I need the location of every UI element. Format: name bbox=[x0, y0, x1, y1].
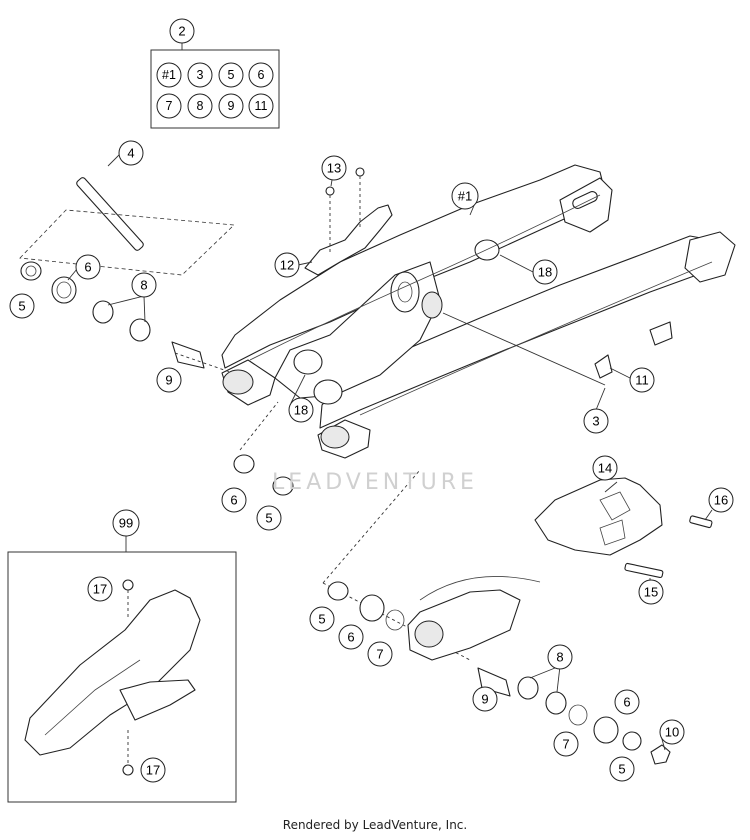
callout-10[interactable]: 10 bbox=[659, 719, 685, 745]
callout-8-left[interactable]: 8 bbox=[131, 272, 157, 298]
svg-text:5: 5 bbox=[318, 612, 325, 627]
kit-item[interactable]: 9 bbox=[218, 93, 244, 119]
callout-5-left[interactable]: 5 bbox=[9, 293, 35, 319]
kit-item-label: #1 bbox=[162, 68, 176, 82]
svg-text:18: 18 bbox=[294, 403, 308, 418]
svg-text:99: 99 bbox=[119, 516, 133, 531]
callout-7-rear[interactable]: 7 bbox=[367, 641, 393, 667]
callout-5-rear[interactable]: 5 bbox=[309, 606, 335, 632]
leader-lines bbox=[67, 152, 713, 751]
callout-6-rear[interactable]: 6 bbox=[338, 624, 364, 650]
callout-9-left[interactable]: 9 bbox=[156, 367, 182, 393]
chain-guide bbox=[534, 477, 713, 579]
callout-11[interactable]: 11 bbox=[629, 367, 655, 393]
svg-text:10: 10 bbox=[665, 725, 679, 740]
kit-item-label: 6 bbox=[258, 68, 265, 82]
callout-16[interactable]: 16 bbox=[708, 487, 734, 513]
callout-5-mid[interactable]: 5 bbox=[256, 505, 282, 531]
callout-3[interactable]: 3 bbox=[583, 408, 609, 434]
svg-text:14: 14 bbox=[598, 461, 612, 476]
svg-text:6: 6 bbox=[623, 695, 630, 710]
kit-item[interactable]: 3 bbox=[187, 62, 213, 88]
svg-text:5: 5 bbox=[618, 762, 625, 777]
svg-text:5: 5 bbox=[18, 299, 25, 314]
callout-17-top[interactable]: 17 bbox=[87, 576, 113, 602]
callout-99[interactable]: 99 bbox=[112, 509, 140, 537]
callout-14[interactable]: 14 bbox=[592, 455, 618, 481]
kit-callout-circle[interactable] bbox=[169, 18, 195, 44]
kit-item[interactable]: 6 bbox=[248, 62, 274, 88]
kit-item[interactable]: 7 bbox=[156, 93, 182, 119]
svg-text:9: 9 bbox=[481, 692, 488, 707]
callout-7-rear-right[interactable]: 7 bbox=[553, 731, 579, 757]
kit-item-label: 11 bbox=[255, 99, 268, 113]
svg-text:6: 6 bbox=[84, 260, 91, 275]
callout-6-left[interactable]: 6 bbox=[75, 254, 101, 280]
svg-text:13: 13 bbox=[327, 161, 341, 176]
kit-item[interactable]: 5 bbox=[218, 62, 244, 88]
kit-item[interactable]: 8 bbox=[187, 93, 213, 119]
kit-item-label: 7 bbox=[166, 99, 173, 113]
inset-panel bbox=[7, 536, 237, 803]
callouts: 4 13 #1 12 18 6 5 8 9 18 11 3 6 5 14 16 … bbox=[9, 140, 734, 783]
callout-9-rear[interactable]: 9 bbox=[472, 686, 498, 712]
kit-item[interactable]: #1 bbox=[156, 62, 182, 88]
footer-credit: Rendered by LeadVenture, Inc. bbox=[282, 818, 468, 832]
svg-text:17: 17 bbox=[146, 763, 160, 778]
svg-text:3: 3 bbox=[592, 414, 599, 429]
callout-6-rear-right[interactable]: 6 bbox=[614, 689, 640, 715]
kit-item[interactable]: 11 bbox=[248, 93, 274, 119]
callout-5-rear-right[interactable]: 5 bbox=[609, 756, 635, 782]
callout-8-rear[interactable]: 8 bbox=[547, 644, 573, 670]
svg-text:12: 12 bbox=[280, 258, 294, 273]
kit-item-label: 8 bbox=[197, 99, 204, 113]
kit-item-label: 9 bbox=[228, 99, 235, 113]
kit-callout-label: 2 bbox=[178, 24, 185, 39]
callout-18-top[interactable]: 18 bbox=[532, 259, 558, 285]
watermark: LEADVENTURE bbox=[272, 470, 478, 495]
callout-1[interactable]: #1 bbox=[451, 182, 479, 210]
swingarm-illustration bbox=[221, 164, 736, 459]
svg-text:8: 8 bbox=[556, 650, 563, 665]
svg-text:6: 6 bbox=[230, 493, 237, 508]
svg-text:4: 4 bbox=[127, 146, 134, 161]
callout-18-bottom[interactable]: 18 bbox=[288, 397, 314, 423]
callout-6-mid[interactable]: 6 bbox=[221, 487, 247, 513]
svg-text:15: 15 bbox=[644, 585, 658, 600]
svg-text:11: 11 bbox=[635, 373, 649, 388]
svg-text:5: 5 bbox=[265, 511, 272, 526]
svg-text:8: 8 bbox=[140, 278, 147, 293]
svg-text:6: 6 bbox=[347, 630, 354, 645]
svg-text:7: 7 bbox=[562, 737, 569, 752]
kit-item-label: 5 bbox=[228, 68, 235, 82]
svg-text:9: 9 bbox=[165, 373, 172, 388]
pivot-axle-parts bbox=[19, 177, 294, 496]
svg-text:18: 18 bbox=[538, 265, 552, 280]
callout-15[interactable]: 15 bbox=[638, 579, 664, 605]
svg-text:#1: #1 bbox=[458, 189, 472, 204]
callout-4[interactable]: 4 bbox=[118, 140, 144, 166]
kit-item-label: 3 bbox=[197, 68, 204, 82]
chain-guide-bracket bbox=[304, 167, 393, 276]
callout-13[interactable]: 13 bbox=[321, 155, 347, 181]
svg-text:17: 17 bbox=[93, 582, 107, 597]
callout-12[interactable]: 12 bbox=[274, 252, 300, 278]
svg-text:7: 7 bbox=[376, 647, 383, 662]
svg-text:16: 16 bbox=[714, 493, 728, 508]
callout-17-bottom[interactable]: 17 bbox=[140, 757, 166, 783]
kit-group: 2 #1 3 5 6 7 8 9 11 bbox=[150, 18, 280, 129]
